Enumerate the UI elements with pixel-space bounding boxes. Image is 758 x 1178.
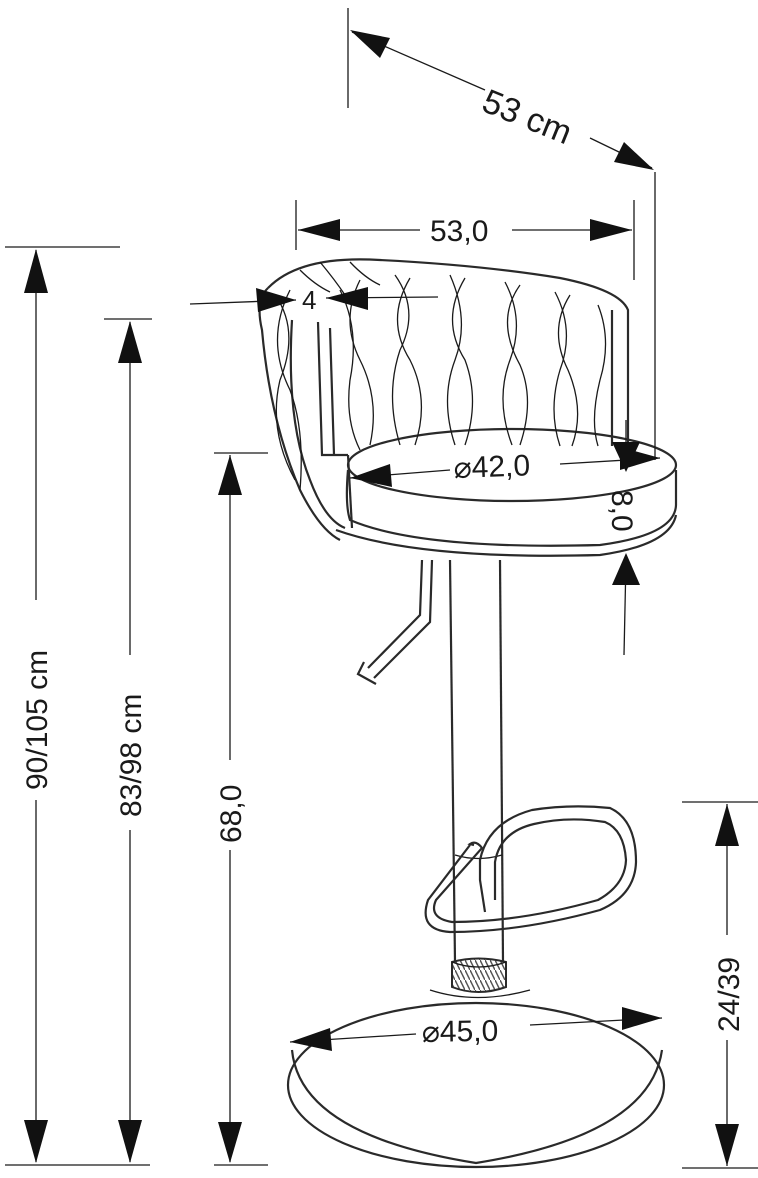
label-seat-diameter: ⌀42,0 — [453, 449, 531, 485]
base-disc — [286, 989, 666, 1169]
backrest — [258, 258, 630, 541]
dim-width — [295, 200, 635, 280]
seat-cushion — [335, 427, 678, 557]
label-base-diameter: ⌀45,0 — [422, 1015, 499, 1049]
label-total-height: 90/105 cm — [21, 650, 54, 790]
label-footrest-height: 24/39 — [713, 957, 746, 1032]
dim-footrest-height — [682, 801, 758, 1169]
gas-lever — [356, 559, 434, 685]
dimension-lines — [5, 8, 758, 1169]
label-seat-thickness: 8,0 — [605, 490, 638, 532]
footrest-ring — [424, 805, 638, 934]
dim-seat-thickness — [612, 420, 640, 656]
dim-base-diameter — [289, 1007, 663, 1051]
column-base-ring — [451, 957, 507, 993]
stool-drawing — [258, 258, 678, 1169]
label-depth-top: 53 cm — [477, 82, 577, 152]
label-back-height: 83/98 cm — [115, 694, 148, 817]
dim-frame-thickness — [189, 287, 439, 312]
dim-back-height — [104, 318, 152, 1163]
label-frame-thickness: 4 — [302, 285, 316, 315]
dim-seat-height — [214, 452, 268, 1166]
gas-column — [448, 559, 505, 963]
label-seat-height: 68,0 — [215, 785, 248, 843]
dim-depth-top — [347, 8, 656, 460]
dim-total-height — [5, 246, 150, 1166]
label-width: 53,0 — [430, 215, 488, 248]
